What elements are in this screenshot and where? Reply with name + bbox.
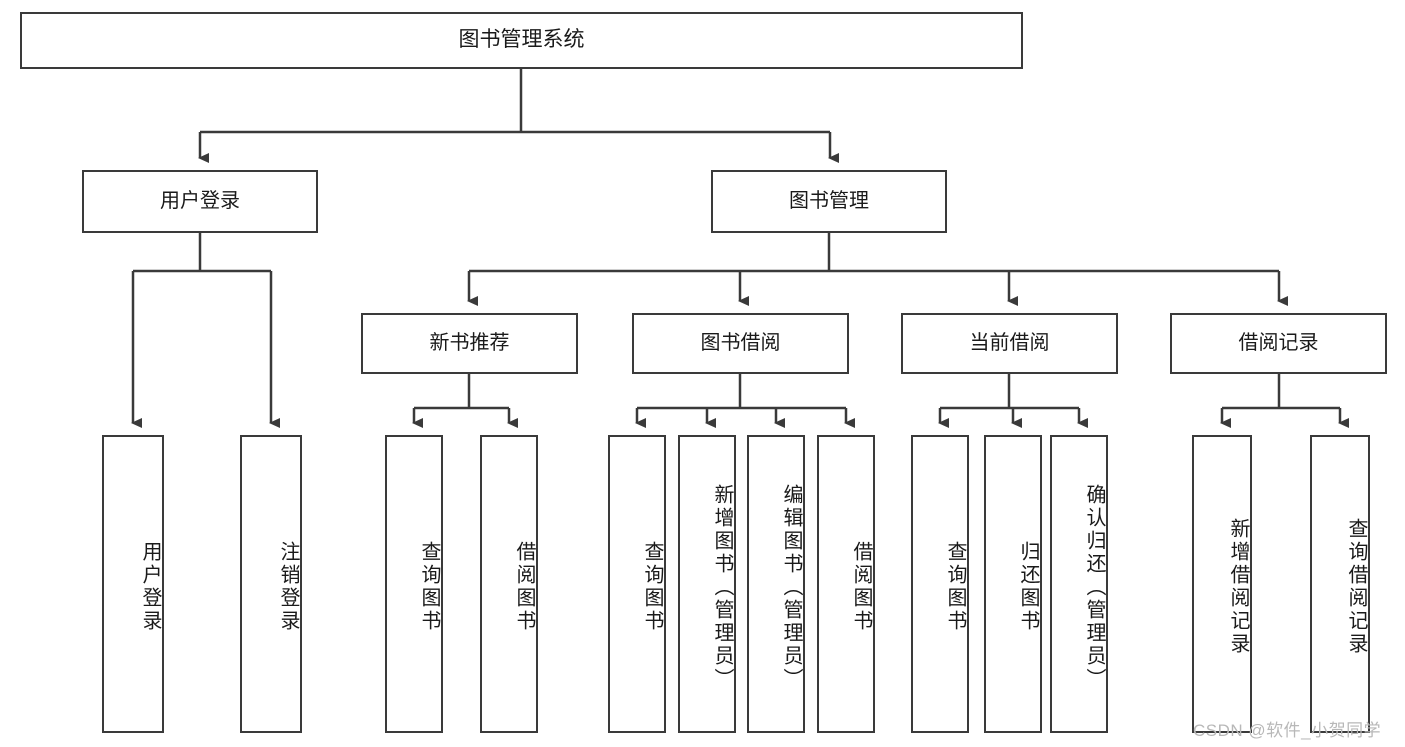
node-leaf-return-book[interactable]: 归还图书 [984,435,1042,733]
node-label: 新增借阅记录 [1227,518,1249,656]
node-leaf-confirm-return[interactable]: 确认归还（管理员） [1050,435,1108,733]
node-borrow-record[interactable]: 借阅记录 [1170,313,1387,374]
node-label: 图书管理 [789,190,869,212]
node-label: 查询图书 [641,541,663,633]
watermark: CSDN @软件_小贺同学 [1193,716,1381,741]
node-label: 用户登录 [139,541,161,633]
node-user-login[interactable]: 用户登录 [82,170,318,233]
node-new-book-recommend[interactable]: 新书推荐 [361,313,578,374]
node-leaf-user-login[interactable]: 用户登录 [102,435,164,733]
watermark-text: CSDN @软件_小贺同学 [1193,721,1382,740]
node-label: 查询图书 [944,541,966,633]
node-leaf-add-borrow-record[interactable]: 新增借阅记录 [1192,435,1252,733]
node-label: 确认归还（管理员） [1083,483,1105,691]
node-leaf-query-book-recommend[interactable]: 查询图书 [385,435,443,733]
node-label: 图书借阅 [700,332,781,354]
node-label: 归还图书 [1017,541,1039,633]
node-leaf-edit-book[interactable]: 编辑图书（管理员） [747,435,805,733]
node-label: 查询图书 [418,541,440,633]
node-book-borrow[interactable]: 图书借阅 [632,313,849,374]
node-leaf-user-logout[interactable]: 注销登录 [240,435,302,733]
node-label: 用户登录 [160,190,240,212]
node-label: 借阅记录 [1238,332,1319,354]
node-label: 当前借阅 [969,332,1050,354]
node-leaf-borrow-book[interactable]: 借阅图书 [817,435,875,733]
node-current-borrow[interactable]: 当前借阅 [901,313,1118,374]
node-leaf-query-book-current[interactable]: 查询图书 [911,435,969,733]
node-leaf-query-book-borrow[interactable]: 查询图书 [608,435,666,733]
node-book-management[interactable]: 图书管理 [711,170,947,233]
node-root-book-management-system[interactable]: 图书管理系统 [20,12,1023,69]
node-label: 新增图书（管理员） [711,483,733,691]
node-label: 新书推荐 [429,332,510,354]
node-label: 借阅图书 [513,541,535,633]
node-leaf-query-borrow-record[interactable]: 查询借阅记录 [1310,435,1370,733]
node-label: 图书管理系统 [458,28,585,52]
node-label: 借阅图书 [850,541,872,633]
node-leaf-add-book[interactable]: 新增图书（管理员） [678,435,736,733]
node-label: 注销登录 [277,541,299,633]
node-label: 编辑图书（管理员） [780,483,802,691]
node-label: 查询借阅记录 [1345,518,1367,656]
node-leaf-borrow-book-recommend[interactable]: 借阅图书 [480,435,538,733]
